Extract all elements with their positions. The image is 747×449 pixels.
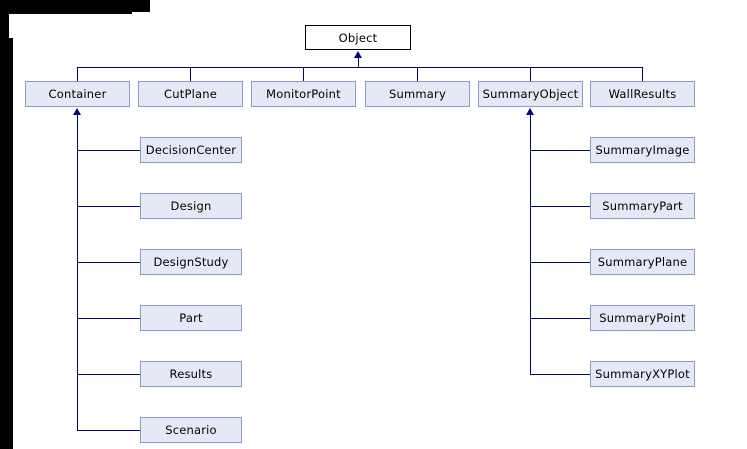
class-box-results[interactable]: Results (140, 361, 242, 387)
class-box-decisioncenter[interactable]: DecisionCenter (140, 137, 242, 163)
connector-branch-results (77, 374, 140, 375)
connector-branch-decisioncenter (77, 150, 140, 151)
connector-trunk-summaryobject (530, 114, 531, 375)
inheritance-arrow-container (73, 108, 81, 115)
connector-trunk-container (77, 114, 78, 431)
class-box-summarypoint[interactable]: SummaryPoint (590, 305, 695, 331)
connector-drop-monitorpoint (303, 67, 304, 81)
connector-branch-design (77, 206, 140, 207)
class-box-designstudy[interactable]: DesignStudy (140, 249, 242, 275)
connector-branch-part (77, 318, 140, 319)
class-box-scenario[interactable]: Scenario (140, 417, 242, 443)
class-box-object[interactable]: Object (305, 25, 411, 50)
class-box-summary[interactable]: Summary (365, 81, 470, 107)
connector-drop-container (77, 67, 78, 81)
connector-object-stem (358, 57, 359, 68)
class-box-wallresults[interactable]: WallResults (590, 81, 695, 107)
connector-branch-scenario (77, 430, 140, 431)
inheritance-arrow-summaryobject (526, 108, 534, 115)
class-box-design[interactable]: Design (140, 193, 242, 219)
class-box-summaryimage[interactable]: SummaryImage (590, 137, 695, 163)
connector-drop-summaryobject (530, 67, 531, 81)
class-box-summaryobject[interactable]: SummaryObject (478, 81, 583, 107)
screenshot-edge-left (0, 38, 13, 449)
inheritance-arrow-object (354, 51, 362, 58)
connector-drop-cutplane (190, 67, 191, 81)
class-box-container[interactable]: Container (25, 81, 130, 107)
class-box-cutplane[interactable]: CutPlane (138, 81, 243, 107)
connector-bus-level2 (77, 67, 643, 68)
connector-branch-summarypoint (530, 318, 590, 319)
screenshot-edge-top-inner (0, 0, 132, 14)
connector-branch-summarypart (530, 206, 590, 207)
class-box-part[interactable]: Part (140, 305, 242, 331)
connector-branch-designstudy (77, 262, 140, 263)
class-box-monitorpoint[interactable]: MonitorPoint (251, 81, 356, 107)
class-box-summaryxyplot[interactable]: SummaryXYPlot (590, 361, 695, 387)
connector-branch-summaryxyplot (530, 374, 590, 375)
class-box-summarypart[interactable]: SummaryPart (590, 193, 695, 219)
connector-drop-summary (417, 67, 418, 81)
connector-branch-summaryimage (530, 150, 590, 151)
class-box-summaryplane[interactable]: SummaryPlane (590, 249, 695, 275)
connector-drop-wallresults (642, 67, 643, 81)
connector-branch-summaryplane (530, 262, 590, 263)
screenshot-edge-left-upper (0, 0, 9, 38)
